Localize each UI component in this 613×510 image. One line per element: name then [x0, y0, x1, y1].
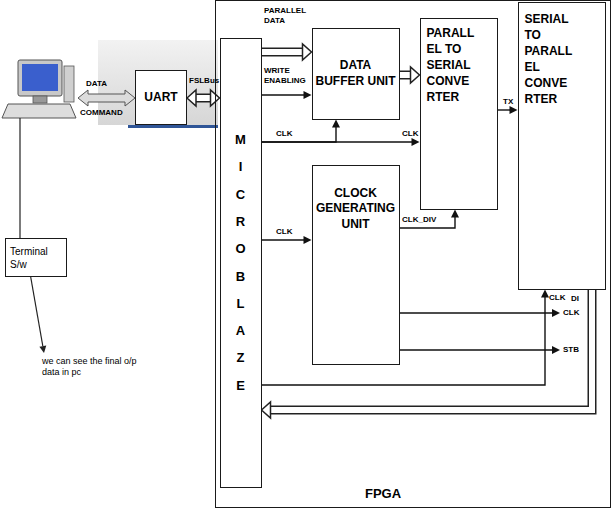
arrow-head	[552, 309, 560, 317]
signal-label: DATA	[86, 79, 107, 89]
arrow-head	[304, 91, 312, 99]
box-text: UART	[144, 90, 177, 106]
processor-block: M I C R O B L A Z E	[220, 38, 262, 488]
signal-line	[262, 127, 337, 142]
signal-label: CLK	[563, 308, 579, 318]
signal-line	[262, 94, 305, 95]
bus-outline	[400, 71, 412, 80]
bus-fill	[196, 95, 212, 101]
leader-line	[19, 118, 20, 238]
arrow-head	[303, 44, 312, 60]
note-text: we can see the final o/p data in pc	[42, 356, 142, 378]
signal-label: STB	[563, 345, 579, 355]
connector	[262, 44, 312, 60]
bus-fill	[262, 49, 304, 55]
terminal-box: Terminal S/w	[5, 238, 67, 277]
signal-line	[498, 109, 511, 110]
box-text: DATA BUFFER UNIT	[316, 58, 396, 89]
arrow-head	[451, 210, 459, 218]
signal-label: CLK_DIV	[402, 215, 436, 225]
signal-label: CLK	[276, 227, 292, 237]
monitor-frame	[18, 60, 62, 96]
monitor-screen	[22, 64, 58, 91]
signal-label: CLK	[276, 129, 292, 139]
strobe-output-wire	[400, 349, 552, 350]
arrow-head	[541, 290, 549, 298]
process-box: SERIAL TO PARALL EL CONVE RTER	[518, 2, 606, 290]
box-text: FPGA	[365, 486, 401, 503]
box-text: M I C R O B L A Z E	[234, 126, 247, 399]
box-text: SERIAL TO PARALL EL CONVE RTER	[525, 11, 585, 108]
bus-fill	[400, 72, 412, 78]
bus-underline	[128, 125, 218, 128]
signal-line	[262, 239, 305, 240]
process-box: PARALL EL TO SERIAL CONVE RTER	[420, 18, 498, 210]
signal-label: COMMAND	[80, 108, 123, 118]
connector	[262, 290, 550, 386]
arrow-head	[304, 236, 312, 244]
signal-label: TX	[503, 97, 513, 107]
box-text: PARALL EL TO SERIAL CONVE RTER	[427, 25, 487, 106]
clock-output-wire	[400, 312, 552, 313]
connector	[400, 210, 460, 229]
connector	[262, 236, 312, 244]
signal-label: DI	[571, 294, 579, 304]
arrow-head	[411, 67, 420, 83]
connector	[262, 91, 312, 99]
leader-line	[30, 273, 43, 346]
connector	[262, 138, 420, 146]
arrow-head	[510, 106, 518, 114]
box-text: Terminal S/w	[10, 245, 62, 271]
keyboard	[2, 104, 76, 118]
signal-line	[262, 297, 546, 385]
signal-label: FSLBus	[189, 76, 219, 86]
signal-label: CLK	[549, 293, 565, 303]
arrow-head	[187, 90, 196, 106]
connector	[400, 67, 420, 83]
process-box: DATA BUFFER UNIT	[312, 28, 400, 120]
signal-label: WRITE ENABLING	[264, 66, 310, 85]
bus-outline	[196, 94, 212, 103]
uart-box: UART	[135, 70, 187, 125]
arrow-head	[262, 402, 271, 418]
arrow-head	[39, 346, 46, 354]
signal-label: PARALLEL DATA	[264, 6, 310, 25]
signal-label: CLK	[402, 129, 418, 139]
process-box: CLOCK GENERATING UNIT	[312, 165, 400, 365]
monitor-stand	[33, 96, 47, 103]
arrow-head	[332, 120, 340, 128]
connector	[498, 106, 518, 114]
cpu-tower	[64, 66, 74, 102]
bus-outline	[262, 48, 304, 57]
box-text: CLOCK GENERATING UNIT	[316, 186, 396, 233]
signal-line	[262, 141, 413, 142]
connector	[262, 120, 341, 143]
arrow-head	[552, 346, 560, 354]
arrow-head	[412, 138, 420, 146]
pc-uart-arrow	[78, 90, 135, 106]
